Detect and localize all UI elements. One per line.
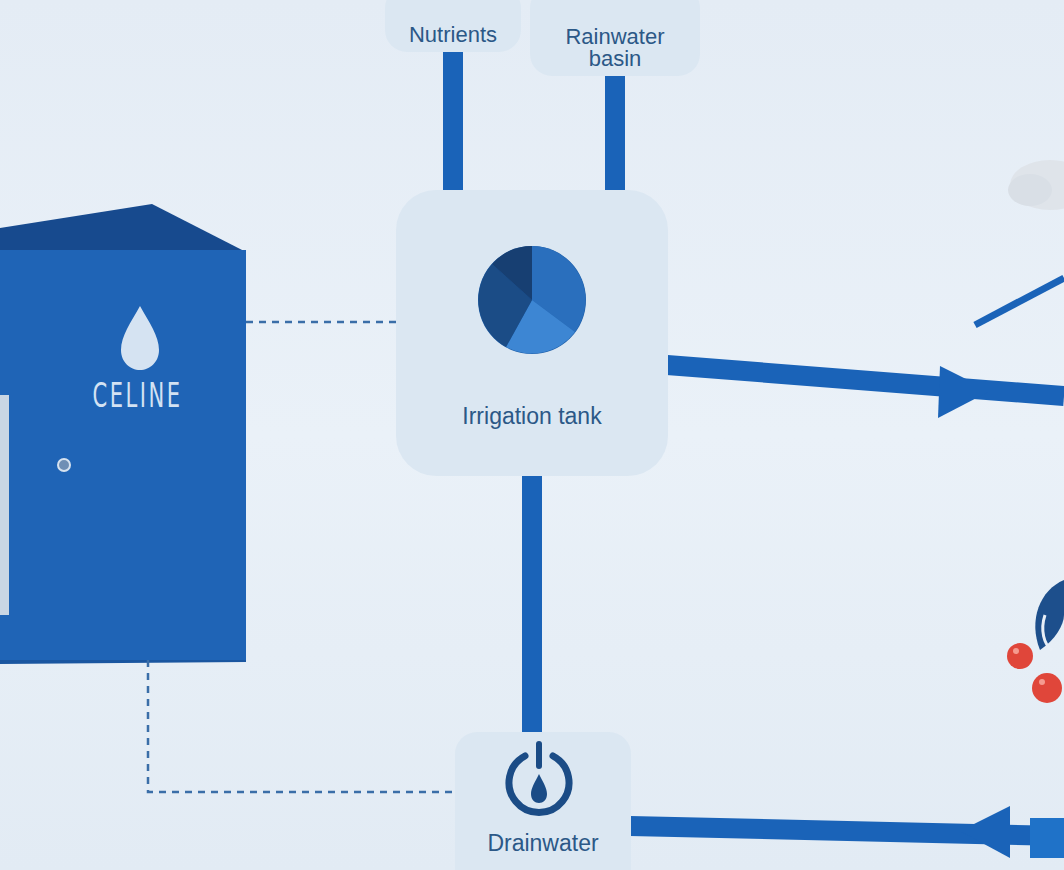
control-link — [148, 660, 455, 792]
tomato-highlight — [1013, 648, 1019, 654]
drain-icon — [499, 740, 579, 830]
cabinet-side-strip — [0, 395, 9, 615]
water-pipe — [443, 52, 463, 190]
pipe — [975, 278, 1064, 325]
control-link — [246, 321, 396, 324]
leaf — [1035, 580, 1064, 650]
arrowhead — [938, 366, 990, 418]
brand-label: CELINE — [93, 378, 183, 412]
node-label: Rainwater basin — [538, 26, 692, 70]
cabinet-front — [0, 250, 246, 660]
tomato-highlight — [1039, 679, 1045, 685]
pie-icon — [472, 240, 592, 360]
supply-pipe — [667, 365, 1064, 396]
cabinet-bottom — [0, 660, 246, 664]
node-label: Drainwater — [487, 832, 598, 855]
controller-cabinet: CELINE — [0, 250, 246, 660]
water-drop-icon — [121, 306, 159, 370]
pipe-fitting — [1030, 818, 1064, 858]
leaf — [1043, 615, 1052, 650]
arrowhead — [960, 806, 1010, 858]
tomato — [1007, 643, 1033, 669]
process-box: Rainwater basin — [530, 0, 700, 76]
node-label: Irrigation tank — [462, 405, 601, 428]
cabinet-top — [0, 204, 246, 252]
water-pipe — [522, 476, 542, 732]
process-box: Drainwater — [455, 732, 631, 870]
cloud — [1008, 174, 1052, 206]
node-label: Nutrients — [409, 24, 497, 46]
process-box: Nutrients — [385, 0, 521, 52]
process-box: Irrigation tank — [396, 190, 668, 476]
cabinet-lock — [58, 459, 70, 471]
water-pipe — [605, 76, 625, 190]
tomato — [1032, 673, 1062, 703]
